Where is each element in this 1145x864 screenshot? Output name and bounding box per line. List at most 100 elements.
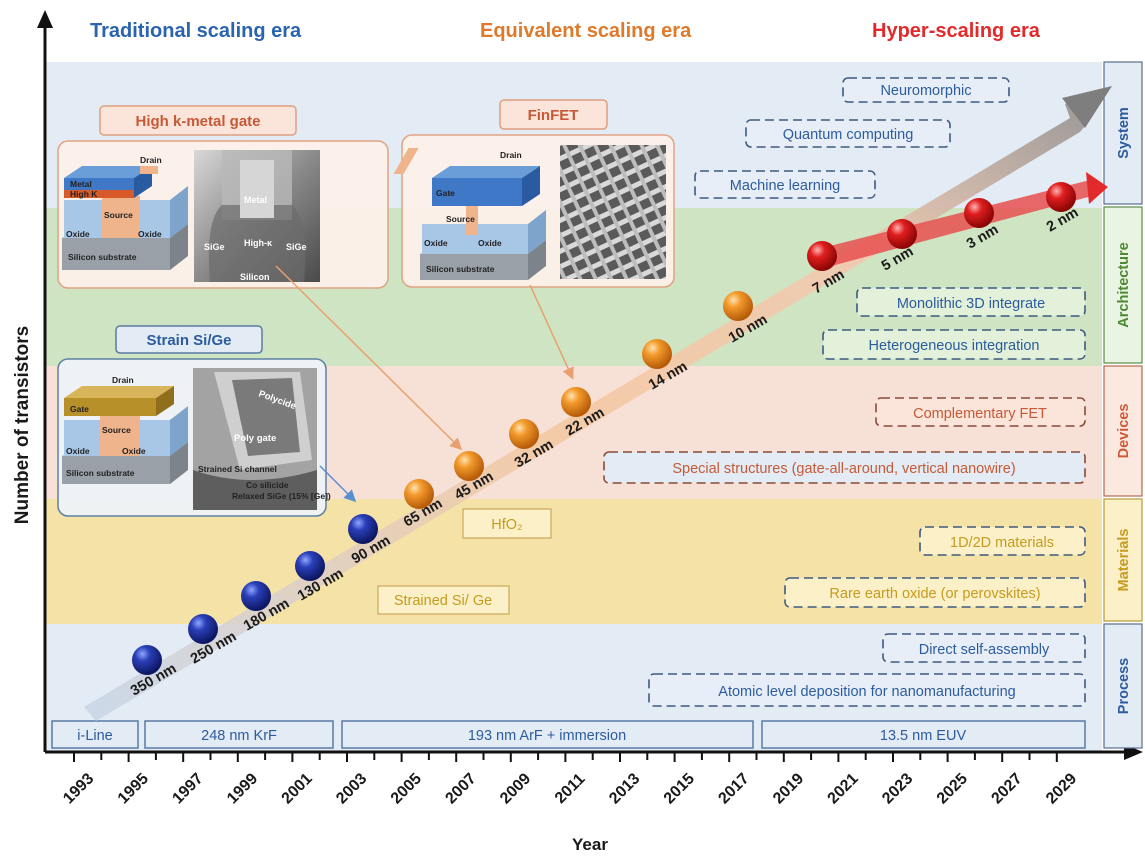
svg-text:Materials: Materials xyxy=(1116,529,1132,592)
svg-text:Metal: Metal xyxy=(70,179,92,189)
svg-text:i-Line: i-Line xyxy=(77,728,112,744)
litho-krf: 248 nm KrF xyxy=(144,720,334,749)
svg-text:1D/2D materials: 1D/2D materials xyxy=(950,535,1054,551)
svg-text:Devices: Devices xyxy=(1116,404,1132,459)
band-tab-system: System xyxy=(1103,61,1143,205)
year-label-2029: 2029 xyxy=(1043,770,1080,807)
svg-text:High-κ: High-κ xyxy=(244,238,273,248)
svg-text:SiGe: SiGe xyxy=(204,242,225,252)
node-sphere-90nm xyxy=(348,514,378,544)
svg-text:High K: High K xyxy=(70,189,98,199)
era-traditional: Traditional scaling era xyxy=(90,20,302,42)
tech-special-structures: Special structures (gate-all-around, ver… xyxy=(603,451,1086,484)
svg-text:Architecture: Architecture xyxy=(1116,242,1132,327)
svg-text:Monolithic 3D integrate: Monolithic 3D integrate xyxy=(897,296,1045,312)
band-tab-devices: Devices xyxy=(1103,365,1143,497)
svg-text:Oxide: Oxide xyxy=(424,238,448,248)
svg-text:Source: Source xyxy=(446,214,475,224)
year-label-1993: 1993 xyxy=(60,770,97,807)
litho-arf: 193 nm ArF + immersion xyxy=(341,720,754,749)
tech-heterogeneous: Heterogeneous integration xyxy=(822,329,1086,360)
y-axis-label: Number of transistors xyxy=(12,326,33,524)
litho-iline: i-Line xyxy=(51,720,139,749)
node-sphere-180nm xyxy=(241,581,271,611)
year-label-2003: 2003 xyxy=(333,770,370,807)
year-label-2007: 2007 xyxy=(442,770,479,807)
node-sphere-45nm xyxy=(454,451,484,481)
svg-text:Metal: Metal xyxy=(244,195,267,205)
pointer-high-k xyxy=(275,265,463,451)
node-sphere-5nm xyxy=(887,219,917,249)
node-sphere-7nm xyxy=(807,241,837,271)
svg-text:SiGe: SiGe xyxy=(286,242,307,252)
band-tab-materials: Materials xyxy=(1103,498,1143,622)
svg-text:Poly gate: Poly gate xyxy=(234,433,276,444)
year-label-2001: 2001 xyxy=(279,770,316,807)
year-label-1995: 1995 xyxy=(115,770,152,807)
year-label-2013: 2013 xyxy=(606,770,643,807)
svg-text:Silicon: Silicon xyxy=(240,272,270,282)
scaling-trend-arrowhead xyxy=(1062,86,1112,128)
inset-finfet: FinFET Drain Gate Source Oxide Oxide Sil… xyxy=(393,99,675,288)
year-label-2027: 2027 xyxy=(988,770,1025,807)
svg-text:193 nm ArF + immersion: 193 nm ArF + immersion xyxy=(468,728,626,744)
tech-machine-learning: Machine learning xyxy=(694,170,876,199)
svg-text:Gate: Gate xyxy=(436,188,455,198)
svg-text:Silicon substrate: Silicon substrate xyxy=(68,252,137,262)
svg-text:Quantum computing: Quantum computing xyxy=(783,127,914,143)
svg-text:Oxide: Oxide xyxy=(66,446,90,456)
svg-text:Oxide: Oxide xyxy=(478,238,502,248)
tech-strained-sige: Strained Si/ Ge xyxy=(377,585,510,615)
svg-text:FinFET: FinFET xyxy=(528,107,579,124)
svg-text:Silicon substrate: Silicon substrate xyxy=(66,468,135,478)
inset-high-k-metal-gate: High k-metal gate Drain Metal High K Sou… xyxy=(57,105,389,289)
svg-text:Source: Source xyxy=(104,210,133,220)
x-axis-label: Year xyxy=(572,835,608,854)
year-label-1999: 1999 xyxy=(224,770,261,807)
tech-atomic-deposition: Atomic level deposition for nanomanufact… xyxy=(648,673,1086,707)
svg-text:Drain: Drain xyxy=(500,150,522,160)
svg-text:Process: Process xyxy=(1116,658,1132,714)
svg-text:Machine learning: Machine learning xyxy=(730,178,840,194)
svg-text:Complementary FET: Complementary FET xyxy=(913,406,1047,422)
pointer-strain xyxy=(319,465,357,503)
tech-cfet: Complementary FET xyxy=(875,397,1086,427)
year-label-1997: 1997 xyxy=(169,770,206,807)
year-label-2009: 2009 xyxy=(497,770,534,807)
svg-text:Atomic level deposition for na: Atomic level deposition for nanomanufact… xyxy=(718,684,1015,700)
pointer-finfet xyxy=(529,284,574,380)
svg-text:HfO₂: HfO₂ xyxy=(491,517,522,533)
year-label-2021: 2021 xyxy=(825,770,862,807)
svg-text:Oxide: Oxide xyxy=(66,229,90,239)
era-hyper: Hyper-scaling era xyxy=(872,20,1041,42)
node-sphere-32nm xyxy=(509,419,539,449)
svg-text:Strain Si/Ge: Strain Si/Ge xyxy=(146,332,231,349)
node-sphere-350nm xyxy=(132,645,162,675)
tech-quantum: Quantum computing xyxy=(745,119,951,148)
svg-text:System: System xyxy=(1116,107,1132,159)
svg-text:Special structures (gate-all-a: Special structures (gate-all-around, ver… xyxy=(672,461,1015,477)
year-label-2017: 2017 xyxy=(715,770,752,807)
node-sphere-250nm xyxy=(188,614,218,644)
node-sphere-10nm xyxy=(723,291,753,321)
node-sphere-3nm xyxy=(964,198,994,228)
litho-euv: 13.5 nm EUV xyxy=(761,720,1086,749)
svg-text:High k-metal gate: High k-metal gate xyxy=(135,113,260,130)
year-label-2019: 2019 xyxy=(770,770,807,807)
year-label-2023: 2023 xyxy=(879,770,916,807)
node-sphere-65nm xyxy=(404,479,434,509)
svg-text:Heterogeneous integration: Heterogeneous integration xyxy=(869,338,1040,354)
svg-text:Gate: Gate xyxy=(70,404,89,414)
band-tab-architecture: Architecture xyxy=(1103,206,1143,364)
svg-text:Oxide: Oxide xyxy=(122,446,146,456)
hyper-scaling-arrowhead xyxy=(1086,172,1108,204)
tech-monolithic-3d: Monolithic 3D integrate xyxy=(856,287,1086,317)
svg-text:Strained Si channel: Strained Si channel xyxy=(198,464,277,474)
svg-text:248 nm KrF: 248 nm KrF xyxy=(201,728,277,744)
year-label-2011: 2011 xyxy=(552,770,589,807)
tech-rare-earth-oxide: Rare earth oxide (or perovskites) xyxy=(784,577,1086,608)
svg-text:Direct self-assembly: Direct self-assembly xyxy=(919,642,1050,658)
era-equivalent: Equivalent scaling era xyxy=(480,20,692,42)
y-axis-arrow xyxy=(37,10,53,28)
